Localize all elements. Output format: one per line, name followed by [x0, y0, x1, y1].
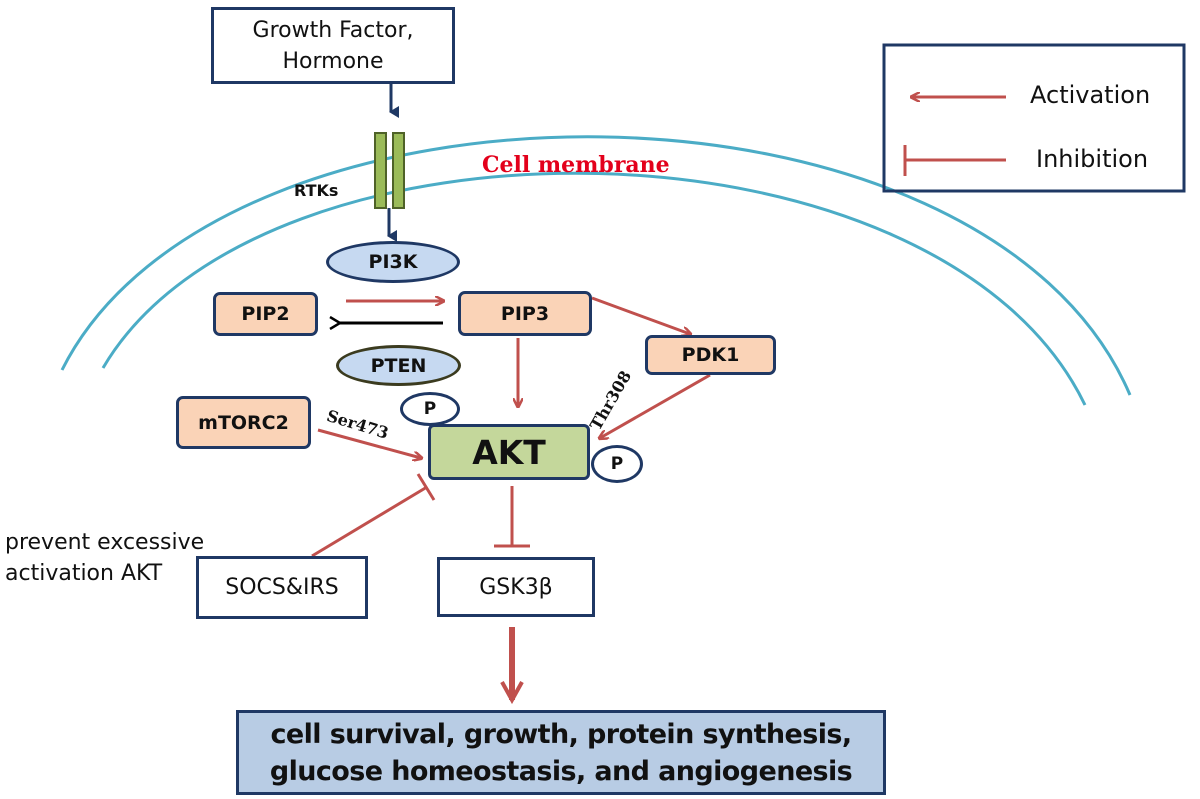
phospho-left-label: P [423, 399, 437, 419]
outcome-box: cell survival, growth, protein synthesis… [236, 710, 886, 795]
socs-inhibits-akt-bar [416, 473, 436, 501]
pdk1-node: PDK1 [645, 335, 776, 375]
pip2-node: PIP2 [213, 292, 318, 336]
legend-inhibition-label: Inhibition [1036, 145, 1149, 173]
pip2-label: PIP2 [241, 303, 290, 325]
pip3-label: PIP3 [500, 302, 550, 325]
cell-membrane-label: Cell membrane [482, 152, 670, 178]
akt-node: AKT [428, 424, 590, 480]
akt-label: AKT [472, 432, 546, 472]
legend-box [882, 43, 1186, 193]
mtorc2-node: mTORC2 [176, 396, 311, 449]
cell-membrane-inner [101, 171, 1087, 406]
phospho-right-label: P [610, 454, 624, 474]
pdk1-to-akt-arrow [600, 373, 711, 438]
pi3k-node: PI3K [326, 241, 460, 283]
gsk3b-label: GSK3β [479, 574, 553, 600]
phospho-circle-left: P [400, 392, 460, 426]
rtks-label: RTKs [294, 181, 339, 200]
pi3k-label: PI3K [368, 251, 418, 273]
rtk-receptor-right [392, 132, 405, 209]
pdk1-label: PDK1 [681, 344, 740, 366]
socs-irs-node: SOCS&IRS [196, 556, 368, 619]
prevent-note-line-2: activation AKT [5, 561, 163, 586]
prevent-note-line-1: prevent excessive [5, 530, 205, 555]
pip3-node: PIP3 [458, 291, 592, 336]
growth-factor-box: Growth Factor, Hormone [211, 7, 455, 84]
gsk3b-node: GSK3β [437, 557, 595, 617]
pten-node: PTEN [336, 345, 461, 386]
growth-factor-line-2: Hormone [282, 48, 384, 74]
cell-membrane-outer [60, 135, 1132, 396]
outcome-line-1: cell survival, growth, protein synthesis… [270, 718, 852, 750]
socs-irs-label: SOCS&IRS [225, 575, 339, 600]
mtorc2-label: mTORC2 [198, 411, 289, 434]
mtorc2-to-akt-arrow [317, 428, 421, 458]
rtk-receptor-left [374, 132, 387, 209]
pten-label: PTEN [370, 354, 427, 377]
prevent-note: prevent excessive activation AKT [5, 527, 204, 589]
socs-inhibits-akt-line [311, 485, 428, 558]
growth-factor-line-1: Growth Factor, [252, 17, 414, 43]
pip3-to-pdk1-arrow [591, 296, 690, 334]
legend-activation-label: Activation [1030, 81, 1151, 109]
outcome-line-2: glucose homeostasis, and angiogenesis [269, 755, 853, 787]
phospho-circle-right: P [591, 445, 643, 483]
